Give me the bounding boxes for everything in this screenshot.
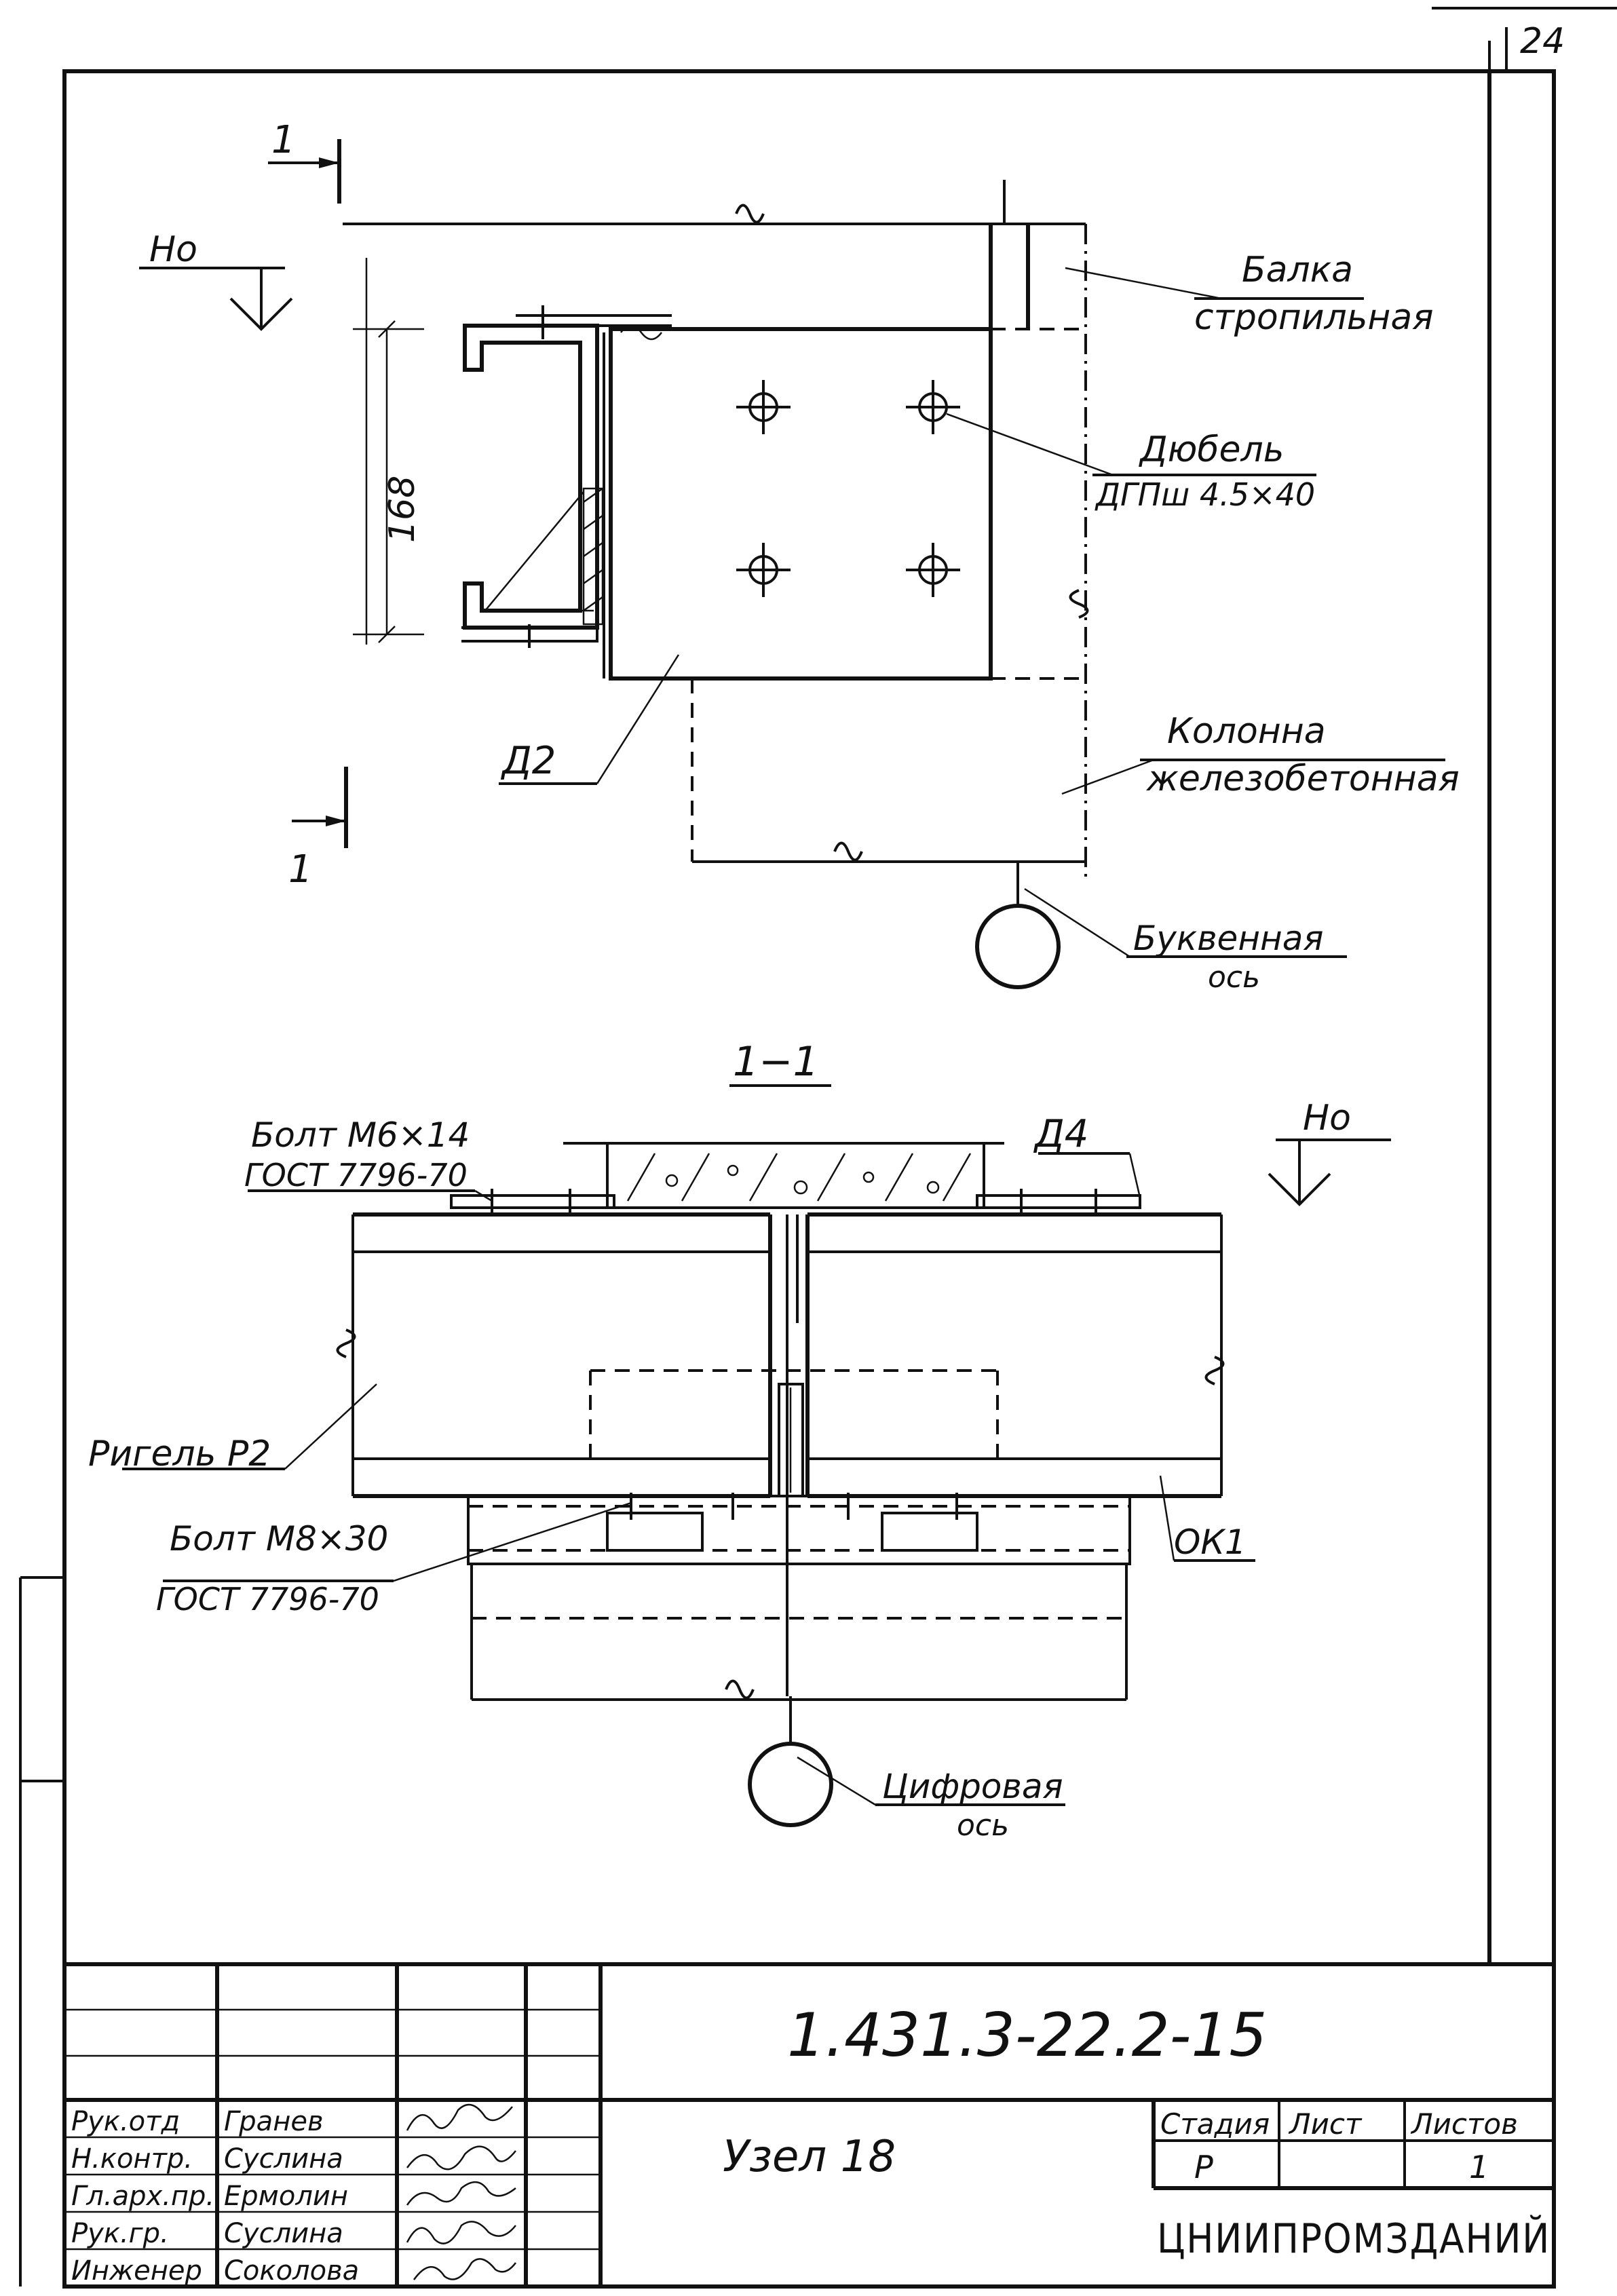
- sheets-value: 1: [1469, 2149, 1489, 2185]
- sheets-header: Листов: [1410, 2107, 1518, 2141]
- section-mark-bottom: 1: [288, 847, 313, 892]
- label-dowel-line1: Дюбель: [1139, 429, 1284, 470]
- name-2: Суслина: [224, 2143, 343, 2175]
- label-bolt-bottom-line2: ГОСТ 7796-70: [156, 1581, 379, 1618]
- label-beam-line1: Балка: [1242, 250, 1353, 290]
- label-column-line1: Колонна: [1167, 711, 1326, 752]
- drawing-title: Узел 18: [723, 2132, 896, 2182]
- label-column-line2: железобетонная: [1146, 759, 1460, 799]
- label-girder: Ригель Р2: [88, 1434, 271, 1474]
- stage-header: Стадия: [1160, 2107, 1270, 2141]
- sheet-frame: [19, 7, 1617, 2289]
- label-axis-digit-line1: Цифровая: [882, 1767, 1063, 1806]
- dowel-icon: [736, 380, 791, 434]
- label-bolt-top-line1: Болт М6×14: [251, 1115, 470, 1155]
- stage-value: Р: [1194, 2149, 1213, 2185]
- role-4: Рук.гр.: [71, 2218, 169, 2249]
- section-title: 1−1: [733, 1038, 819, 1086]
- organization: ЦНИИПРОМЗДАНИЙ: [1157, 2214, 1551, 2263]
- signature-icon: [406, 2103, 516, 2280]
- dowel-icon: [736, 543, 791, 597]
- sheet-header: Лист: [1288, 2107, 1363, 2141]
- role-5: Инженер: [71, 2255, 202, 2287]
- label-axis-letter-line1: Буквенная: [1133, 919, 1323, 958]
- level-mark-top: Но: [149, 229, 197, 270]
- name-3: Ермолин: [224, 2181, 348, 2212]
- label-plate-d2: Д2: [500, 739, 556, 783]
- label-axis-letter-line2: ось: [1208, 960, 1260, 995]
- level-mark-section: Но: [1303, 1098, 1351, 1139]
- dowel-icon: [906, 543, 960, 597]
- role-1: Рук.отд: [71, 2106, 180, 2137]
- name-4: Суслина: [224, 2218, 343, 2249]
- section-view: [122, 1084, 1391, 1827]
- top-view: 1 1 Но 168: [139, 118, 1445, 989]
- dowel-icon: [906, 380, 960, 434]
- axis-bubble-icon: [975, 904, 1061, 989]
- label-beam-line2: стропильная: [1194, 297, 1434, 338]
- name-1: Гранев: [224, 2106, 324, 2137]
- role-3: Гл.арх.пр.: [71, 2181, 214, 2212]
- label-bolt-top-line2: ГОСТ 7796-70: [244, 1157, 468, 1193]
- arrow-icon: [319, 157, 339, 168]
- label-bolt-bottom-line1: Болт М8×30: [170, 1519, 388, 1558]
- arrow-icon: [326, 816, 346, 826]
- label-dowel-line2: ДГПш 4.5×40: [1095, 476, 1315, 513]
- section-mark-top: 1: [271, 118, 296, 162]
- document-code: 1.431.3-22.2-15: [787, 2000, 1267, 2070]
- label-plate-d4: Д4: [1033, 1112, 1088, 1156]
- name-5: Соколова: [224, 2255, 359, 2287]
- title-block: [64, 1962, 1554, 2287]
- role-2: Н.контр.: [71, 2143, 193, 2175]
- label-axis-digit-line2: ось: [957, 1808, 1009, 1843]
- dimension-168: 168: [382, 476, 423, 543]
- label-ok1: ОК1: [1174, 1523, 1247, 1562]
- axis-bubble-icon: [748, 1742, 833, 1827]
- page-number: 24: [1520, 21, 1565, 62]
